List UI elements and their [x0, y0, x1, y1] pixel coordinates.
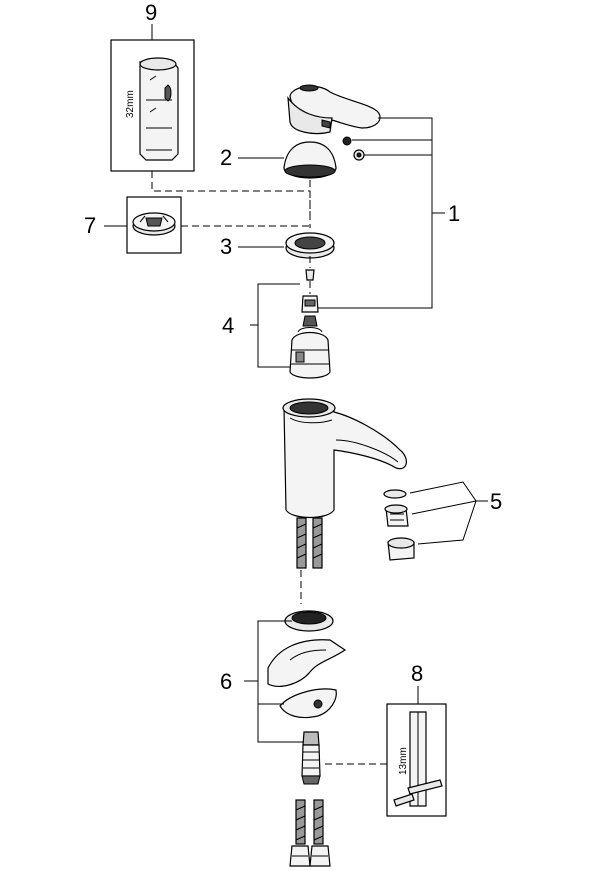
supply-hose-icon: [289, 799, 331, 867]
callout-3: 3: [220, 234, 232, 259]
mounting-set-icon: [267, 610, 347, 785]
aerator-icon: [383, 489, 415, 561]
adjustment-ring-icon: [126, 196, 182, 254]
callout-5: 5: [490, 489, 502, 514]
socket-wrench-icon: [110, 24, 195, 172]
callout-4: 4: [222, 313, 234, 338]
adjustment-nut-icon: [285, 232, 335, 259]
hose-stubs-icon: [296, 517, 323, 569]
callout-8: 8: [411, 661, 423, 686]
handle-screw-icon: [342, 136, 365, 161]
cartridge-icon: [289, 269, 331, 379]
callout-2: 2: [220, 145, 232, 170]
hex-key-tool-icon: [386, 686, 447, 817]
dimension-13mm: 13mm: [398, 747, 409, 775]
lever-handle-icon: [287, 84, 381, 135]
callout-1: 1: [448, 201, 460, 226]
callout-7: 7: [84, 213, 96, 238]
escutcheon-icon: [283, 141, 337, 179]
faucet-body-icon: [282, 398, 407, 519]
dimension-32mm: 32mm: [125, 90, 136, 118]
callout-6: 6: [220, 669, 232, 694]
callout-9: 9: [145, 0, 157, 25]
